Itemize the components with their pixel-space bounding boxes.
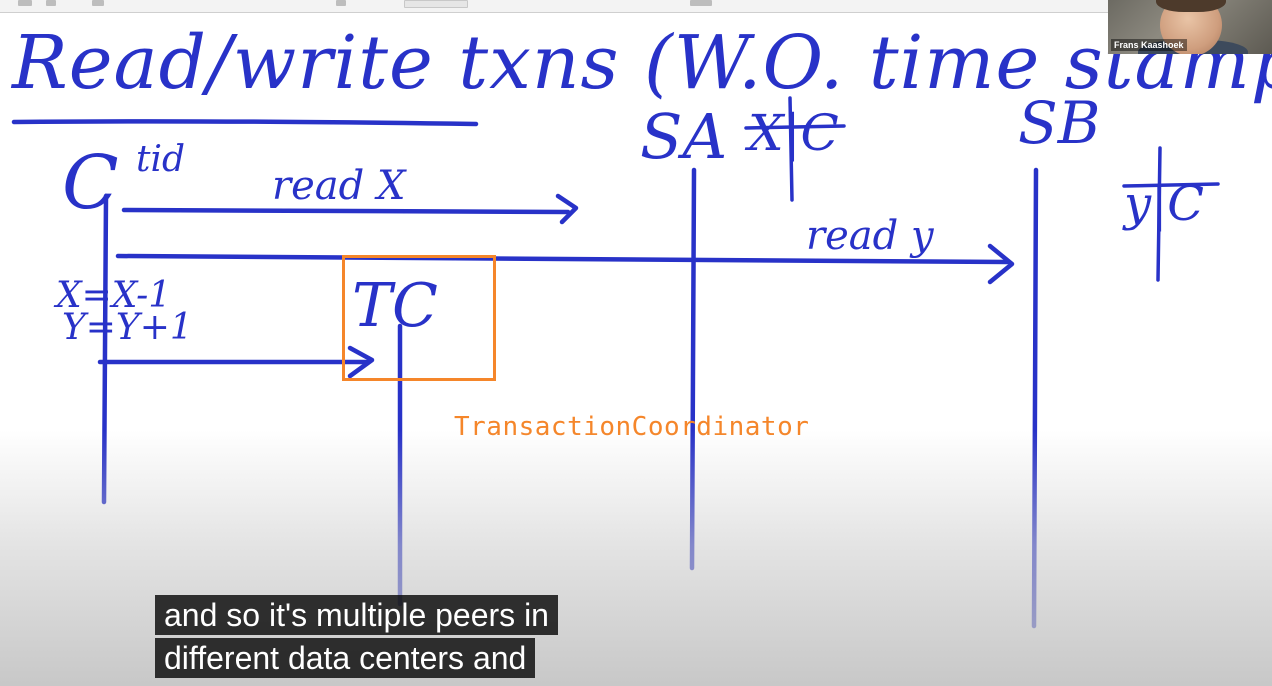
- server-a-timeline: [689, 167, 697, 571]
- server-b-timeline: [1031, 167, 1039, 629]
- tc-arrowhead: [347, 345, 375, 379]
- read-y-label: read y: [806, 213, 934, 259]
- read-x-label: read X: [272, 163, 406, 209]
- toolbar-button[interactable]: [92, 0, 104, 6]
- title-underline: [11, 119, 479, 127]
- toolbar-button[interactable]: [18, 0, 32, 6]
- read-x-arrowhead: [555, 193, 579, 225]
- toolbar-button[interactable]: [46, 0, 56, 6]
- subtitle-line-1: and so it's multiple peers in: [155, 595, 558, 635]
- server-a-label: SA: [640, 100, 728, 173]
- tc-label: TC: [352, 271, 438, 341]
- server-b-table-header: [1122, 182, 1220, 188]
- x-update-label: X=X-1: [56, 275, 172, 316]
- editor-toolbar: [0, 0, 1272, 13]
- toolbar-button[interactable]: [690, 0, 712, 6]
- server-a-table-header: [744, 124, 846, 130]
- client-timeline: [101, 193, 109, 505]
- tc-highlight-box: [342, 255, 496, 381]
- presenter-hair: [1156, 0, 1226, 12]
- subtitle-line-2: different data centers and: [155, 638, 536, 678]
- tc-annotation: TransactionCoordinator: [454, 412, 810, 442]
- read-y-arrow-line: [115, 253, 1011, 265]
- server-a-table-label: X|C: [748, 104, 839, 162]
- server-a-table-divider: [788, 96, 794, 202]
- server-b-table-label: y|C: [1124, 176, 1205, 232]
- read-x-arrow-line: [121, 207, 571, 215]
- toolbar-button[interactable]: [336, 0, 346, 6]
- y-update-label: Y=Y+1: [62, 307, 193, 348]
- webcam-name-label: Frans Kaashoek: [1111, 39, 1187, 51]
- tid-label: tid: [136, 139, 186, 180]
- toolbar-field[interactable]: [404, 0, 468, 8]
- server-b-table-divider: [1156, 146, 1162, 282]
- whiteboard-title: Read/write txns (W.O. time stamps): [12, 20, 1272, 106]
- client-label: C: [62, 140, 119, 226]
- server-b-label: SB: [1018, 89, 1101, 157]
- read-y-arrowhead: [987, 243, 1015, 285]
- webcam-thumbnail[interactable]: Frans Kaashoek: [1108, 0, 1272, 54]
